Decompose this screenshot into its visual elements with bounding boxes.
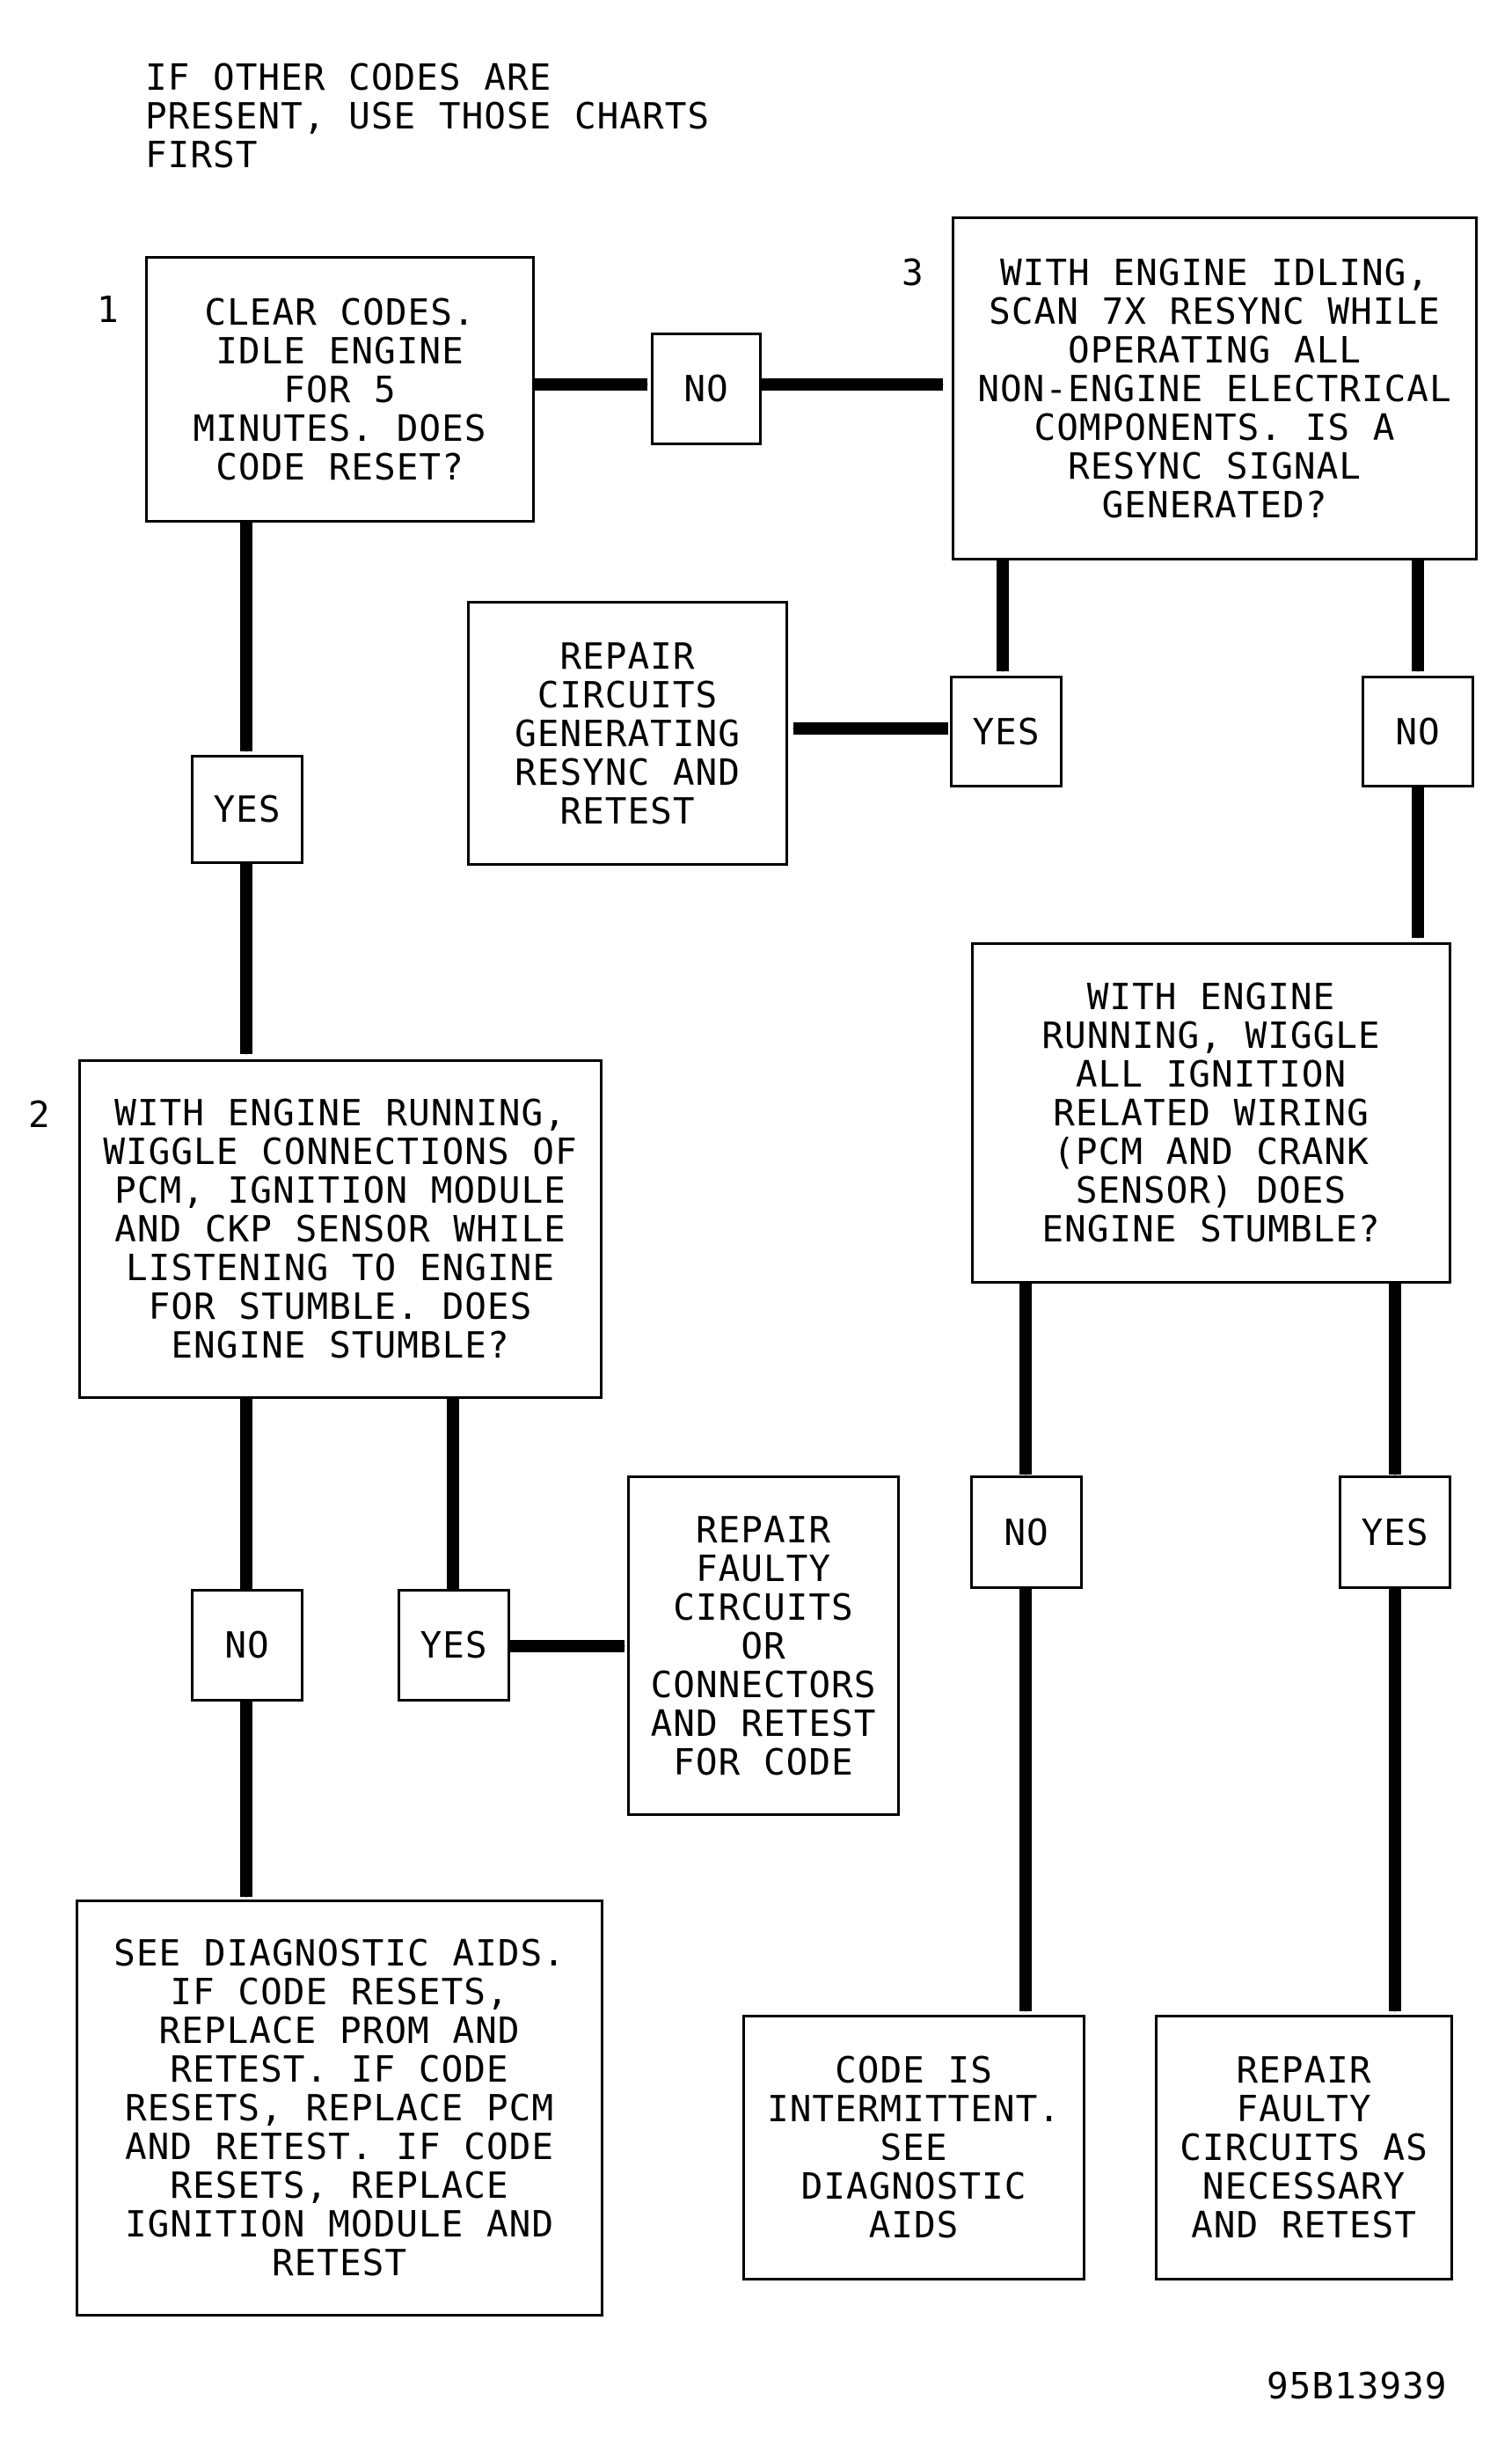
intermittent-box: CODE IS INTERMITTENT. SEE DIAGNOSTIC AID… [742,2015,1085,2280]
step-number-2: 2 [28,1094,51,1136]
repair-resync-text: REPAIR CIRCUITS GENERATING RESYNC AND RE… [515,634,741,832]
repair-necessary-text: REPAIR FAULTY CIRCUITS AS NECESSARY AND … [1180,2049,1428,2246]
see-diag-aids-text: SEE DIAGNOSTIC AIDS. IF CODE RESETS, REP… [113,1932,566,2284]
decision-yes-s2: YES [398,1589,510,1702]
decision-yes-s4: YES [1339,1475,1451,1589]
step-3-text: WITH ENGINE IDLING, SCAN 7X RESYNC WHILE… [977,251,1452,526]
repair-faulty-connectors-text: REPAIR FAULTY CIRCUITS OR CONNECTORS AND… [650,1508,877,1783]
repair-resync-box: REPAIR CIRCUITS GENERATING RESYNC AND RE… [467,601,788,866]
intermittent-text: CODE IS INTERMITTENT. SEE DIAGNOSTIC AID… [767,2049,1061,2246]
step-2-box: WITH ENGINE RUNNING, WIGGLE CONNECTIONS … [78,1059,603,1399]
see-diag-aids-box: SEE DIAGNOSTIC AIDS. IF CODE RESETS, REP… [76,1900,603,2317]
yes-label: YES [972,710,1041,753]
step-number-3: 3 [902,252,924,294]
step-4-box: WITH ENGINE RUNNING, WIGGLE ALL IGNITION… [971,942,1451,1284]
figure-id: 95B13939 [1267,2365,1448,2407]
no-label: NO [683,368,729,410]
step-4-text: WITH ENGINE RUNNING, WIGGLE ALL IGNITION… [1041,976,1381,1250]
repair-faulty-connectors-box: REPAIR FAULTY CIRCUITS OR CONNECTORS AND… [627,1475,900,1816]
step-1-box: CLEAR CODES. IDLE ENGINE FOR 5 MINUTES. … [145,256,535,523]
decision-no-s2: NO [191,1589,303,1702]
decision-yes-s1: YES [191,755,303,864]
decision-no-s1: NO [651,333,762,445]
no-label: NO [224,1624,270,1666]
yes-label: YES [213,788,281,831]
step-2-text: WITH ENGINE RUNNING, WIGGLE CONNECTIONS … [103,1092,578,1366]
step-3-box: WITH ENGINE IDLING, SCAN 7X RESYNC WHILE… [952,216,1478,560]
repair-necessary-box: REPAIR FAULTY CIRCUITS AS NECESSARY AND … [1155,2015,1453,2280]
no-label: NO [1395,710,1441,753]
decision-no-s4: NO [970,1475,1083,1589]
decision-no-s3: NO [1362,676,1474,787]
yes-label: YES [420,1624,488,1666]
decision-yes-s3: YES [950,676,1063,787]
header-note: IF OTHER CODES ARE PRESENT, USE THOSE CH… [145,56,711,176]
step-number-1: 1 [97,289,120,331]
step-1-text: CLEAR CODES. IDLE ENGINE FOR 5 MINUTES. … [193,290,487,488]
yes-label: YES [1361,1511,1429,1554]
no-label: NO [1004,1511,1049,1554]
